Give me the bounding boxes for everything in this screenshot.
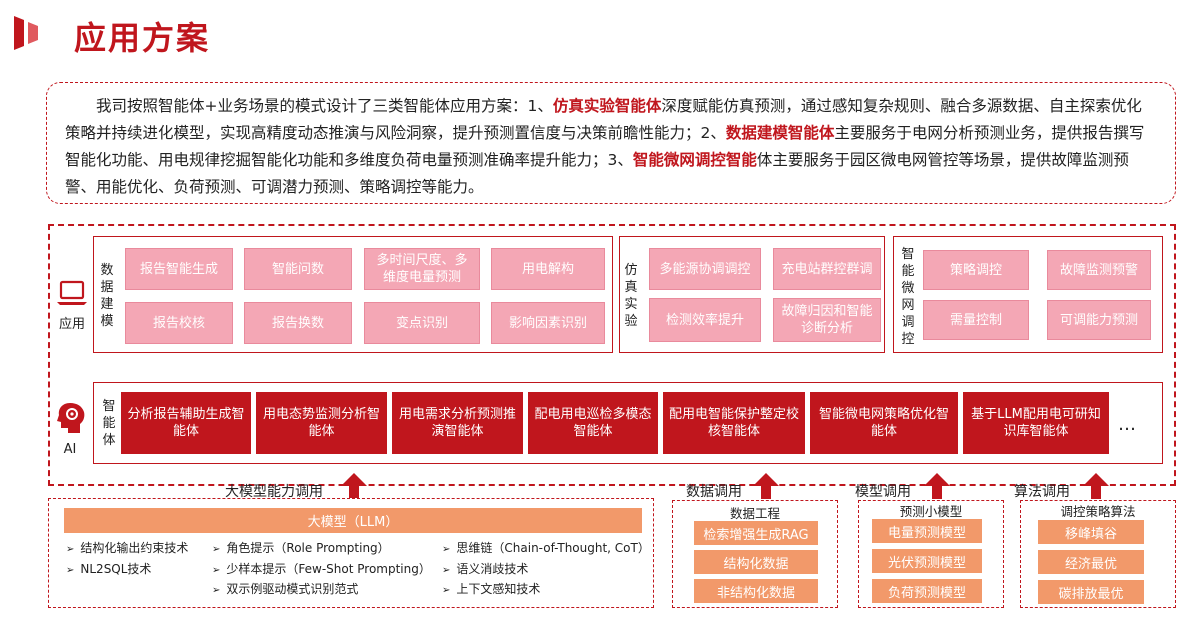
llm-technique: 上下文感知技术 <box>442 580 540 597</box>
more-agents-ellipsis: … <box>1118 414 1136 435</box>
app-item[interactable]: 智能问数 <box>244 248 352 290</box>
llm-bar[interactable]: 大模型（LLM） <box>64 508 642 533</box>
model-call-label: 模型调用 <box>855 484 911 500</box>
llm-technique: 双示例驱动模式识别范式 <box>212 580 358 597</box>
intro-text: 深度赋能仿真预测，通过感知复杂规则、融合多源数据、自主探索优化策略并持续进化模型… <box>65 97 1142 142</box>
algo-item[interactable]: 移峰填谷 <box>1038 520 1144 544</box>
up-arrow-icon <box>924 473 950 499</box>
app-item[interactable]: 故障监测预警 <box>1047 250 1151 290</box>
llm-technique: 角色提示（Role Prompting） <box>212 539 389 556</box>
llm-technique: 少样本提示（Few-Shot Prompting） <box>212 560 430 577</box>
llm-technique: NL2SQL技术 <box>66 560 151 577</box>
app-item[interactable]: 影响因素识别 <box>491 302 605 344</box>
group-label-agents: 智能体 <box>102 399 116 448</box>
app-item[interactable]: 用电解构 <box>491 248 605 290</box>
agent-box[interactable]: 配用电智能保护整定校核智能体 <box>663 392 805 454</box>
model-item[interactable]: 负荷预测模型 <box>872 579 982 603</box>
app-item[interactable]: 故障归因和智能诊断分析 <box>773 298 881 342</box>
app-item[interactable]: 充电站群控群调 <box>773 248 881 290</box>
brand-logo-icon <box>14 16 38 50</box>
data-call-label: 数据调用 <box>686 484 742 500</box>
algo-call-label: 算法调用 <box>1014 484 1070 500</box>
up-arrow-icon <box>341 473 367 499</box>
app-item[interactable]: 多时间尺度、多维度电量预测 <box>364 248 480 290</box>
data-item[interactable]: 非结构化数据 <box>694 579 818 603</box>
model-item[interactable]: 光伏预测模型 <box>872 549 982 573</box>
intro-highlight: 仿真实验智能体 <box>552 97 662 115</box>
agent-box[interactable]: 用电需求分析预测推演智能体 <box>392 392 523 454</box>
llm-technique: 语义消歧技术 <box>442 560 528 577</box>
algo-item[interactable]: 碳排放最优 <box>1038 580 1144 604</box>
data-item[interactable]: 检索增强生成RAG <box>694 521 818 545</box>
data-item[interactable]: 结构化数据 <box>694 550 818 574</box>
llm-technique: 思维链（Chain-of-Thought, CoT） <box>442 539 649 556</box>
intro-text: 我司按照智能体+业务场景的模式设计了三类智能体应用方案：1、 <box>96 97 553 115</box>
group-label-simulation: 仿真实验 <box>624 263 638 329</box>
intro-highlight: 数据建模智能体 <box>725 124 835 142</box>
up-arrow-icon <box>753 473 779 499</box>
group-label-microgrid: 智能微网调控 <box>901 247 915 347</box>
ai-layer-label: AI <box>63 442 77 457</box>
agent-box[interactable]: 分析报告辅助生成智能体 <box>121 392 251 454</box>
intro-text: 体主要服务于园区微电网管控等场景，提供故障监测预警、用能优化、负荷预测、可调潜力… <box>65 151 1129 196</box>
llm-call-label: 大模型能力调用 <box>225 484 323 500</box>
intro-paragraph: 我司按照智能体+业务场景的模式设计了三类智能体应用方案：1、仿真实验智能体深度赋… <box>46 82 1176 204</box>
architecture-frame <box>48 224 1176 486</box>
app-item[interactable]: 可调能力预测 <box>1047 300 1151 340</box>
agent-box[interactable]: 智能微电网策略优化智能体 <box>810 392 958 454</box>
app-item[interactable]: 变点识别 <box>364 302 480 344</box>
model-item[interactable]: 电量预测模型 <box>872 519 982 543</box>
intro-text: 主要服务于电网分析预测业务，提供报告撰写智能化功能、用电规律挖掘智能化功能和多维… <box>65 124 1145 169</box>
llm-technique: 结构化输出约束技术 <box>66 539 188 556</box>
algo-item[interactable]: 经济最优 <box>1038 550 1144 574</box>
ai-head-icon <box>57 403 85 433</box>
data-engineering-title: 数据工程 <box>729 506 780 521</box>
app-item[interactable]: 检测效率提升 <box>649 298 761 342</box>
control-algorithm-title: 调控策略算法 <box>1060 504 1136 519</box>
intro-highlight: 智能微网调控智能 <box>632 151 757 169</box>
prediction-model-title: 预测小模型 <box>899 504 963 519</box>
app-item[interactable]: 需量控制 <box>923 300 1029 340</box>
agent-box[interactable]: 用电态势监测分析智能体 <box>256 392 387 454</box>
laptop-icon <box>57 280 87 305</box>
app-layer-label: 应用 <box>58 317 85 332</box>
up-arrow-icon <box>1083 473 1109 499</box>
app-item[interactable]: 报告智能生成 <box>125 248 233 290</box>
app-item[interactable]: 多能源协调调控 <box>649 248 761 290</box>
app-item[interactable]: 报告换数 <box>244 302 352 344</box>
agent-box[interactable]: 基于LLM配用电可研知识库智能体 <box>963 392 1109 454</box>
page-title: 应用方案 <box>74 19 211 57</box>
app-item[interactable]: 策略调控 <box>923 250 1029 290</box>
group-label-data-modeling: 数据建模 <box>100 263 114 329</box>
app-item[interactable]: 报告校核 <box>125 302 233 344</box>
agent-box[interactable]: 配电用电巡检多模态智能体 <box>528 392 658 454</box>
